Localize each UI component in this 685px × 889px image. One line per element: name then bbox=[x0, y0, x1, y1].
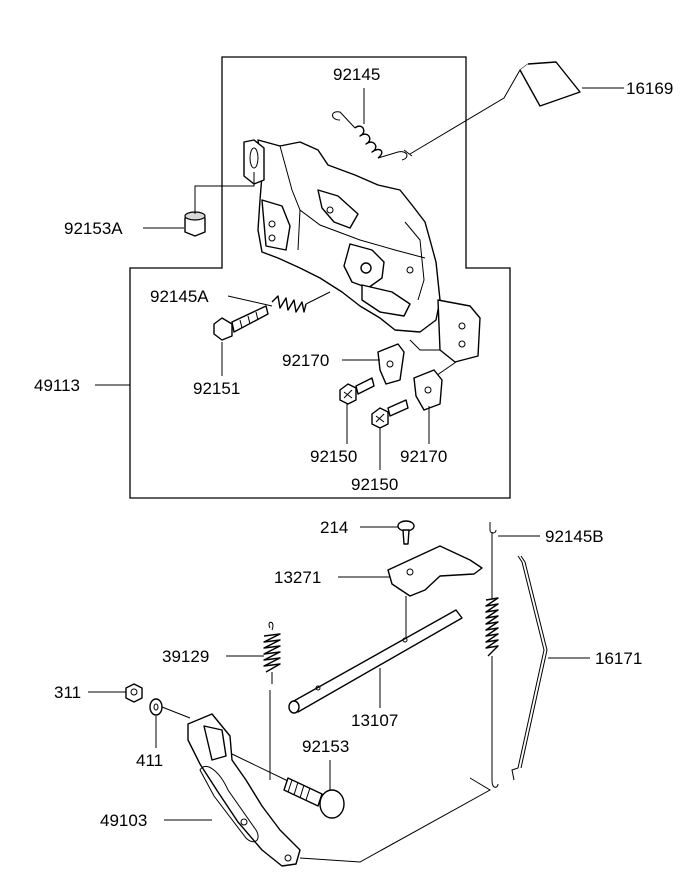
leader-lines bbox=[88, 87, 624, 821]
assembly-49103-outline bbox=[299, 777, 492, 863]
plate-13271 bbox=[387, 545, 483, 640]
assembly-49113-outline bbox=[129, 56, 511, 499]
spring-92145B bbox=[485, 522, 499, 788]
label-311: 311 bbox=[54, 683, 81, 702]
label-92151: 92151 bbox=[193, 379, 240, 398]
label-92153: 92153 bbox=[302, 737, 349, 756]
pin-92153 bbox=[231, 753, 345, 819]
nut-311 bbox=[125, 683, 143, 703]
label-92170-upper: 92170 bbox=[282, 351, 329, 370]
label-13107: 13107 bbox=[351, 711, 398, 730]
label-92153A: 92153A bbox=[64, 219, 123, 238]
washer-411 bbox=[149, 698, 191, 719]
label-92150-left: 92150 bbox=[310, 447, 357, 466]
label-49113: 49113 bbox=[34, 376, 80, 395]
label-92150-right: 92150 bbox=[351, 475, 398, 494]
screw-92150-left bbox=[339, 377, 375, 405]
control-plate bbox=[243, 139, 481, 381]
shaft-13107 bbox=[288, 609, 463, 714]
label-49103: 49103 bbox=[100, 811, 147, 830]
rod-16171 bbox=[511, 555, 548, 781]
label-39129: 39129 bbox=[162, 647, 209, 666]
wire-16169 bbox=[403, 61, 581, 157]
lever-49103 bbox=[187, 713, 301, 867]
screw-92150-right bbox=[371, 399, 409, 429]
label-13271: 13271 bbox=[274, 568, 321, 587]
label-92145A: 92145A bbox=[150, 287, 209, 306]
label-92145B: 92145B bbox=[545, 527, 604, 546]
bracket-92170-lower bbox=[413, 369, 443, 411]
label-411: 411 bbox=[136, 751, 163, 770]
label-92170-lower: 92170 bbox=[400, 447, 447, 466]
spring-92145 bbox=[332, 111, 408, 161]
bracket-92170-upper bbox=[377, 343, 405, 385]
spring-39129 bbox=[263, 621, 281, 780]
label-214: 214 bbox=[320, 518, 348, 537]
nut-92153A bbox=[184, 172, 255, 237]
spring-92145A bbox=[271, 291, 331, 313]
bolt-92151 bbox=[213, 305, 269, 341]
label-16169: 16169 bbox=[626, 79, 673, 98]
part-labels: 16169 92145 92153A 92145A 92151 92170 92… bbox=[34, 65, 673, 830]
label-16171: 16171 bbox=[595, 649, 642, 668]
label-92145: 92145 bbox=[333, 65, 380, 84]
screw-214 bbox=[397, 520, 415, 545]
